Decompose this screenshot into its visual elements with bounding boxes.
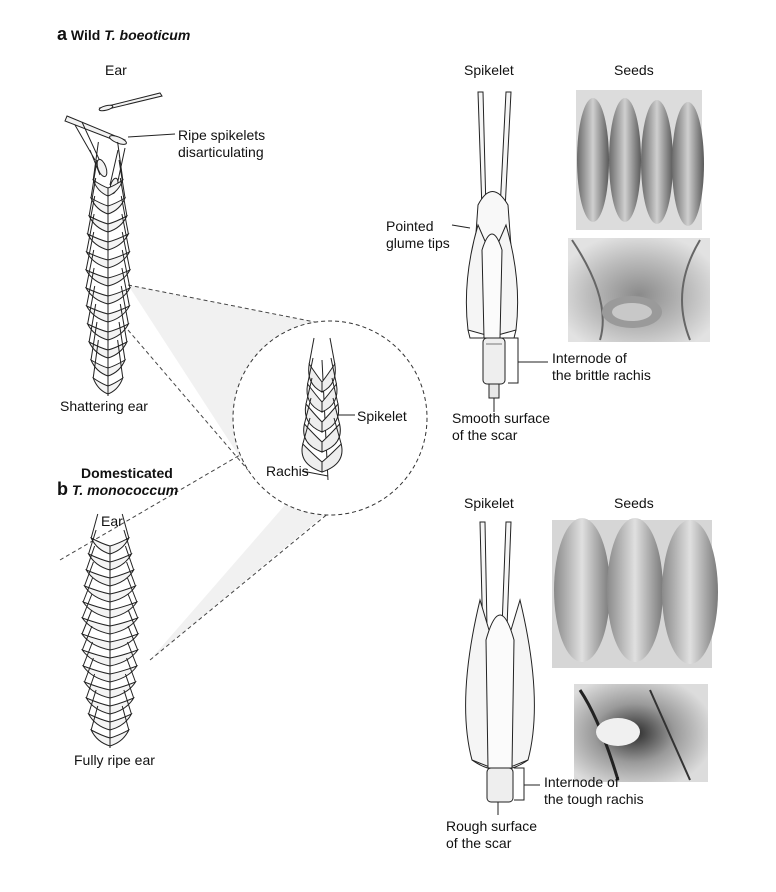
rachis-a-photo <box>568 238 710 342</box>
magnified-inset <box>232 320 428 516</box>
inset-spikelet-label: Spikelet <box>357 408 407 424</box>
panel-a-title-prefix: Wild <box>70 27 105 43</box>
panel-a-species: T. boeoticum <box>104 27 191 43</box>
spikelet-header-b: Spikelet <box>464 495 514 511</box>
pointed-line2: glume tips <box>386 235 450 251</box>
internode-b-label: Internode of the tough rachis <box>544 774 644 808</box>
panel-b-title-line1: Domesticated <box>81 465 173 481</box>
fully-ripe-ear-drawing <box>80 513 140 748</box>
ripe-spikelets-drawing <box>64 92 163 195</box>
internode-a-label: Internode of the brittle rachis <box>552 350 651 384</box>
rough-scar-label: Rough surface of the scar <box>446 818 537 852</box>
seeds-header-b: Seeds <box>614 495 654 511</box>
ripe-spikelets-line2: disarticulating <box>178 144 264 160</box>
smooth-scar-label: Smooth surface of the scar <box>452 410 550 444</box>
ripe-spikelets-line1: Ripe spikelets <box>178 127 266 143</box>
ear-label-a: Ear <box>105 62 127 78</box>
shattering-ear-label: Shattering ear <box>60 398 148 414</box>
panel-b-letter: b <box>57 479 68 499</box>
internode-a-line1: Internode of <box>552 350 627 366</box>
rough-scar-line1: Rough surface <box>446 818 538 834</box>
rachis-b-photo <box>574 684 708 782</box>
spikelet-a-leaders <box>451 224 548 412</box>
internode-b-line1: Internode of <box>544 774 619 790</box>
spikelet-b-leaders <box>497 767 540 815</box>
spikelet-a-drawing <box>465 91 519 399</box>
shattering-ear-drawing <box>84 141 132 396</box>
seeds-a-photo <box>576 90 704 230</box>
ear-label-b: Ear <box>101 513 123 529</box>
panel-b-title: Domesticated b T. monococcum <box>57 465 178 499</box>
rough-scar-line2: of the scar <box>446 835 512 851</box>
internode-b-line2: the tough rachis <box>544 791 644 807</box>
inset-rachis-label: Rachis <box>266 463 309 479</box>
ripe-spikelets-leader <box>127 133 176 138</box>
fully-ripe-ear-label: Fully ripe ear <box>74 752 155 768</box>
smooth-scar-line2: of the scar <box>452 427 518 443</box>
panel-a-title: a Wild T. boeoticum <box>57 24 191 44</box>
seeds-header-a: Seeds <box>614 62 654 78</box>
spikelet-b-drawing <box>465 521 535 803</box>
smooth-scar-line1: Smooth surface <box>452 410 551 426</box>
spikelet-header-a: Spikelet <box>464 62 514 78</box>
panel-b-species: T. monococcum <box>71 482 179 498</box>
seeds-b-photo <box>552 518 718 668</box>
magnification-wedge <box>59 284 331 661</box>
pointed-line1: Pointed <box>386 218 434 234</box>
internode-a-line2: the brittle rachis <box>552 367 651 383</box>
panel-a-letter: a <box>57 24 68 44</box>
ripe-spikelets-label: Ripe spikelets disarticulating <box>178 127 265 161</box>
pointed-glume-label: Pointed glume tips <box>386 218 450 252</box>
